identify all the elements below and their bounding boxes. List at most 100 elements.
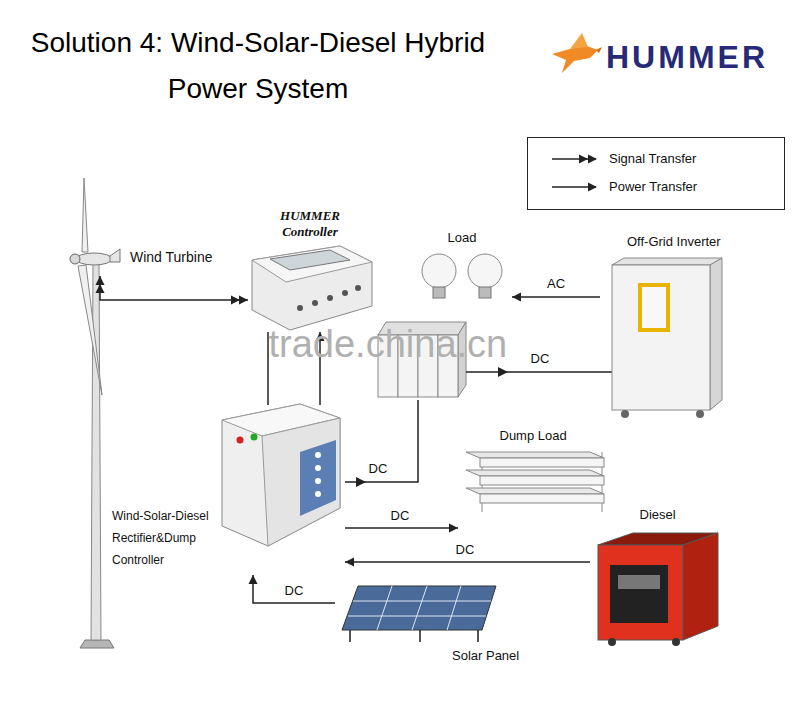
controller-device-part	[270, 250, 350, 270]
arrowhead	[512, 293, 521, 302]
watermark: trade.china.cn	[269, 322, 508, 368]
light-bulbs-part	[479, 287, 491, 298]
legend-sample	[534, 178, 600, 196]
controller-device-part	[342, 290, 348, 296]
node-label: HUMMER Controller	[265, 208, 355, 240]
connector	[345, 524, 458, 533]
light-bulbs-part	[468, 254, 502, 288]
connector-line	[253, 575, 335, 603]
dump-load-rack-part	[466, 488, 604, 494]
legend-arrowhead	[588, 183, 597, 192]
inverter-cabinet-drawing-part	[640, 285, 668, 330]
brand-bird-part	[596, 47, 602, 53]
dump-load-rack-part	[480, 494, 604, 503]
solar-panel-drawing-part	[412, 586, 427, 630]
connector-label: DC	[283, 583, 306, 599]
solar-panel-drawing-part	[419, 630, 421, 642]
node-label: Load	[448, 230, 477, 246]
wind-turbine-part	[82, 178, 88, 252]
arrowhead	[449, 524, 458, 533]
wire-label: DC	[367, 461, 390, 477]
brand-bird-part	[570, 33, 588, 49]
legend-sample	[534, 150, 600, 168]
dump-load-rack-part	[480, 476, 604, 485]
legend-arrowhead	[588, 155, 597, 164]
inverter-cabinet-drawing-part	[696, 410, 704, 418]
legend-text: Power Transfer	[609, 178, 697, 196]
rectifier-device-part	[315, 478, 321, 484]
inverter-cabinet-drawing-part	[612, 265, 710, 410]
node-label: Wind Turbine	[130, 249, 212, 267]
rectifier-controller: Wind-Solar-Diesel Rectifier&Dump Control…	[110, 405, 345, 575]
node-label: Dump Load	[500, 428, 567, 444]
legend-box: Signal TransferPower Transfer	[527, 137, 785, 210]
rectifier-device-part	[315, 452, 321, 458]
connector-line	[345, 527, 458, 529]
wind-turbine-part	[76, 253, 112, 265]
node-label: Wind-Solar-Diesel Rectifier&Dump Control…	[112, 505, 216, 571]
light-bulbs-part	[433, 287, 445, 298]
rectifier-device-part	[262, 418, 340, 546]
inverter-cabinet-drawing	[612, 258, 722, 418]
diesel-generator-drawing-part	[618, 575, 660, 589]
dump-load: Dump Load	[458, 428, 608, 535]
dump-load-rack-part	[466, 470, 604, 476]
node-label: Solar Panel	[452, 648, 519, 664]
controller-unit: HUMMER Controller	[248, 206, 372, 332]
solar-panel-drawing	[342, 586, 496, 642]
dump-load-rack	[466, 452, 604, 512]
controller-device-part	[252, 246, 372, 330]
arrowhead	[239, 296, 248, 305]
diesel-generator: Diesel	[590, 505, 725, 648]
wind-turbine-part	[80, 640, 114, 648]
controller-device-part	[297, 305, 303, 311]
connector-label: DC	[389, 508, 412, 524]
rectifier-device-part	[315, 491, 321, 497]
connector-line	[345, 561, 590, 563]
inverter-cabinet-drawing-part	[621, 410, 629, 418]
diesel-generator-drawing-part	[683, 533, 718, 640]
battery-wires-part	[466, 371, 612, 373]
controller-device-part	[355, 285, 361, 291]
inverter-cabinet: Off-Grid Inverter	[600, 232, 748, 420]
light-bulbs	[422, 254, 502, 298]
legend-row: Signal Transfer	[528, 150, 778, 168]
connector	[249, 575, 336, 603]
rectifier-device-part	[251, 434, 258, 441]
diesel-generator-drawing-part	[608, 638, 616, 646]
legend-arrowhead	[579, 155, 588, 164]
solar-panel-drawing-part	[348, 616, 486, 617]
rectifier-device	[222, 404, 340, 546]
diagram-title: Solution 4: Wind-Solar-Diesel Hybrid Pow…	[28, 20, 488, 112]
brand-name: HUMMER	[606, 38, 768, 76]
controller-device	[252, 246, 372, 330]
solar-panel-drawing-part	[342, 586, 496, 630]
arrowhead	[345, 558, 354, 567]
diesel-generator-drawing-part	[610, 565, 668, 623]
turbine-label-area: Wind Turbine	[62, 238, 237, 276]
solar-panel: Solar Panel	[335, 580, 535, 672]
rectifier-device-part	[315, 465, 321, 471]
connector-label: AC	[545, 276, 567, 292]
arrowhead	[96, 284, 105, 293]
inverter-cabinet-drawing-part	[612, 258, 722, 265]
solar-panel-drawing-part	[477, 630, 479, 642]
solar-panel-drawing-part	[349, 630, 351, 642]
arrowhead	[96, 276, 105, 285]
arrowhead	[249, 575, 258, 584]
connector	[96, 276, 249, 305]
brand-bird	[552, 33, 602, 73]
solar-panel-drawing-part	[377, 586, 392, 630]
connector	[268, 332, 269, 405]
load-bulbs: Load	[412, 228, 512, 305]
controller-device-part	[312, 300, 318, 306]
controller-device-part	[327, 295, 333, 301]
diesel-generator-drawing	[598, 533, 718, 646]
dump-load-rack-part	[480, 458, 604, 467]
node-label: Off-Grid Inverter	[627, 234, 721, 250]
node-label: Diesel	[640, 507, 676, 523]
connector	[345, 558, 590, 567]
wire-label: DC	[529, 351, 552, 367]
rectifier-device-part	[237, 437, 244, 444]
